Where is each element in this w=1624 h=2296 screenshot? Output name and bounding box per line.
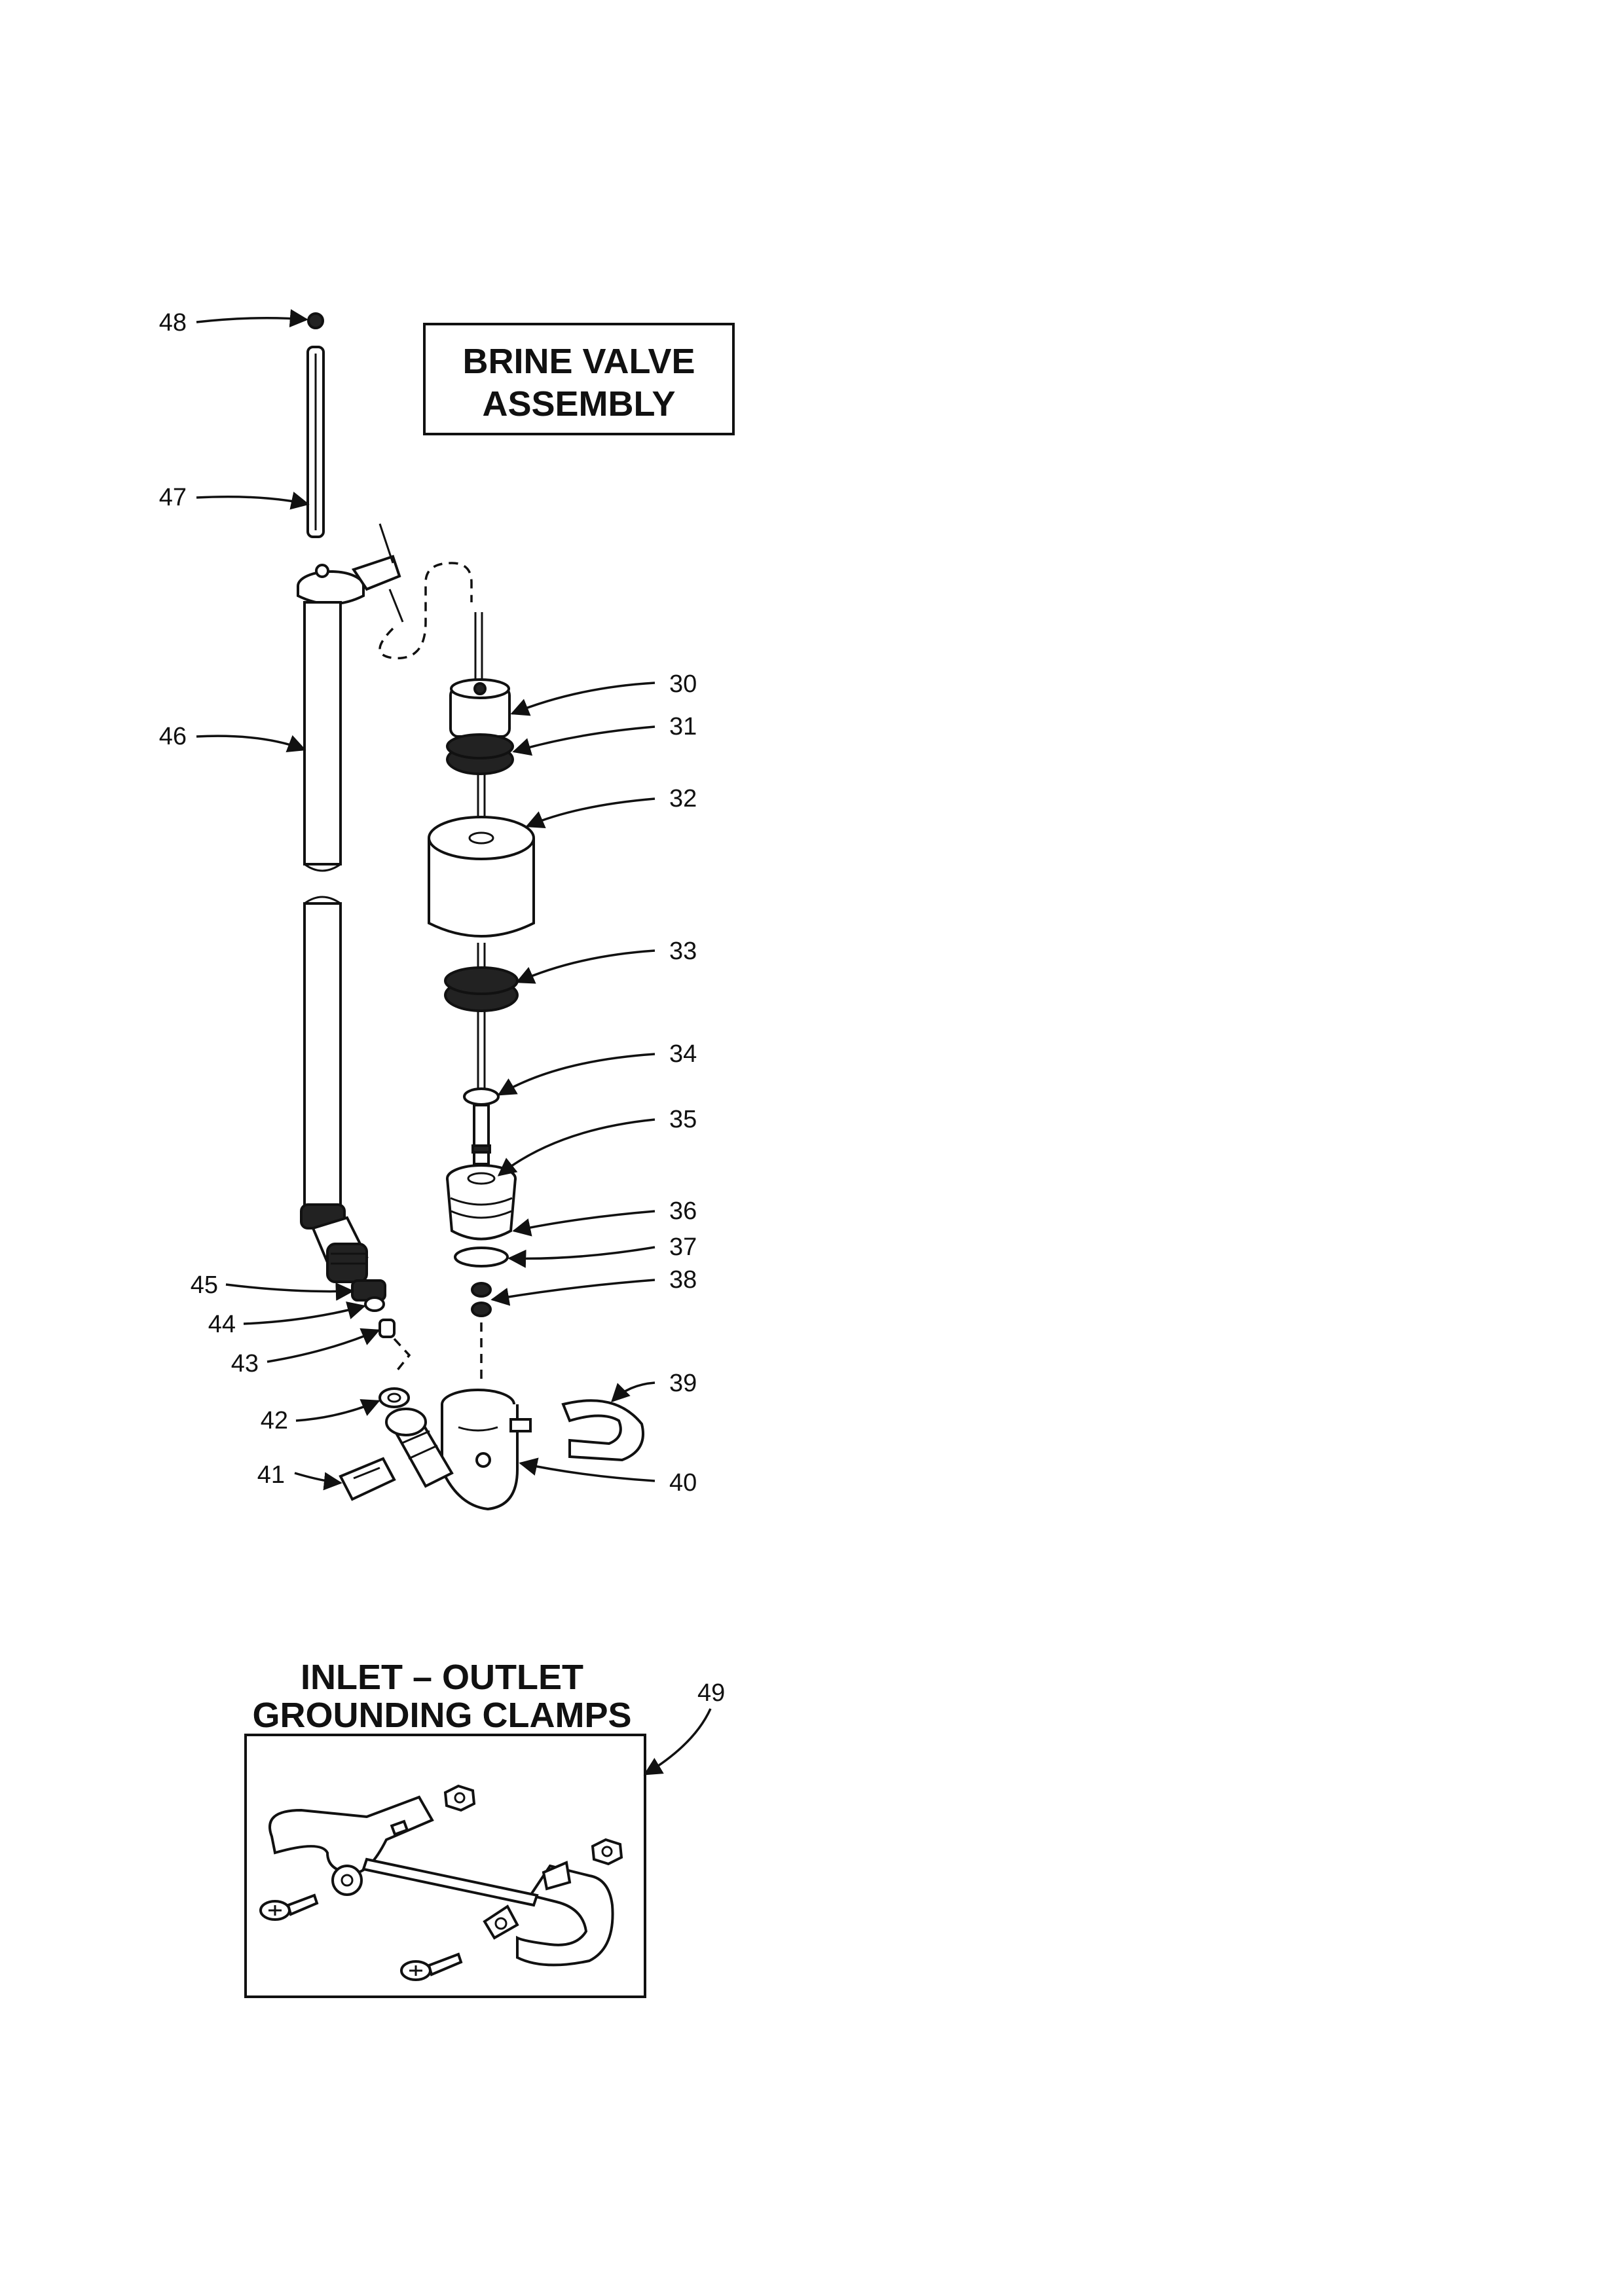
callout-47-label: 47 (159, 484, 187, 511)
part-35-valve-stem (471, 1104, 491, 1165)
callout-35-label: 35 (669, 1106, 697, 1133)
callout-30-label: 30 (669, 670, 697, 698)
hex-nut-left (443, 1784, 476, 1812)
callout-41: 41 (257, 1461, 342, 1491)
callout-37-label: 37 (669, 1233, 697, 1261)
callout-31: 31 (512, 713, 697, 756)
brine-title-line2: ASSEMBLY (482, 384, 675, 424)
part-31-grommet (446, 733, 514, 775)
dashed-assembly-line-left (393, 1338, 411, 1373)
part-44-ferrule (364, 1296, 385, 1312)
right-ground-clamp (483, 1861, 614, 1967)
part-46-brine-tube (297, 523, 404, 1283)
brine-title-line1: BRINE VALVE (462, 342, 695, 381)
part-43-insert (378, 1319, 396, 1338)
callout-33: 33 (515, 938, 697, 984)
clamps-title-line2: GROUNDING CLAMPS (253, 1696, 632, 1735)
callout-38-label: 38 (669, 1266, 697, 1294)
callout-34: 34 (497, 1040, 697, 1096)
screw-left (259, 1893, 319, 1921)
part-38-orings (471, 1282, 492, 1317)
callout-40: 40 (519, 1457, 697, 1497)
part-33-grommet (444, 943, 519, 1012)
callout-32-label: 32 (669, 785, 697, 812)
callout-39: 39 (611, 1370, 697, 1402)
callout-36-label: 36 (669, 1197, 697, 1225)
part-36-valve-body (446, 1164, 517, 1241)
callout-45-label: 45 (191, 1271, 218, 1299)
callout-36: 36 (512, 1197, 697, 1237)
part-45-nut (351, 1279, 386, 1302)
callout-40-label: 40 (669, 1469, 697, 1497)
screw-right (400, 1952, 463, 1981)
callout-38: 38 (490, 1266, 697, 1306)
callout-33-label: 33 (669, 938, 697, 965)
callout-34-label: 34 (669, 1040, 697, 1068)
callout-42-label: 42 (261, 1407, 288, 1434)
callout-44: 44 (208, 1301, 366, 1338)
clamps-title-line1: INLET – OUTLET (301, 1658, 583, 1697)
callout-37: 37 (507, 1233, 697, 1268)
part-34-stem (463, 1011, 500, 1106)
ground-strap (361, 1857, 539, 1907)
part-37-disc (454, 1247, 509, 1267)
callout-42: 42 (261, 1399, 380, 1434)
part-41-clip (339, 1457, 396, 1501)
callout-43: 43 (231, 1328, 380, 1377)
callout-44-label: 44 (208, 1311, 236, 1338)
callout-49-leader (643, 1708, 712, 1776)
part-42-washer (378, 1387, 410, 1408)
brine-valve-title-box: BRINE VALVE ASSEMBLY (423, 323, 735, 435)
callout-47: 47 (159, 484, 310, 511)
left-ground-clamp (268, 1795, 434, 1896)
dashed-connection-tube (378, 562, 473, 660)
callout-39-label: 39 (669, 1370, 697, 1397)
callout-41-label: 41 (257, 1461, 285, 1489)
grounding-clamps-section: INLET – OUTLET GROUNDING CLAMPS 49 (244, 1658, 725, 1998)
callout-46: 46 (159, 723, 306, 753)
callout-49-label: 49 (697, 1679, 725, 1707)
part-32-float (428, 773, 535, 938)
part-47-rod (306, 346, 325, 538)
part-40-valve-housing (385, 1389, 532, 1511)
callout-45: 45 (191, 1271, 354, 1301)
part-30-float-rod-top (449, 612, 511, 738)
callout-31-label: 31 (669, 713, 697, 740)
callout-48-label: 48 (159, 309, 187, 337)
callout-35: 35 (497, 1106, 697, 1176)
part-39-clip (561, 1399, 644, 1462)
callout-32: 32 (525, 785, 697, 828)
hex-nut-right (591, 1838, 623, 1866)
callout-48: 48 (159, 309, 308, 337)
callout-46-label: 46 (159, 723, 187, 750)
callout-30: 30 (510, 670, 697, 716)
callout-43-label: 43 (231, 1350, 259, 1377)
part-48-screw (307, 312, 324, 329)
